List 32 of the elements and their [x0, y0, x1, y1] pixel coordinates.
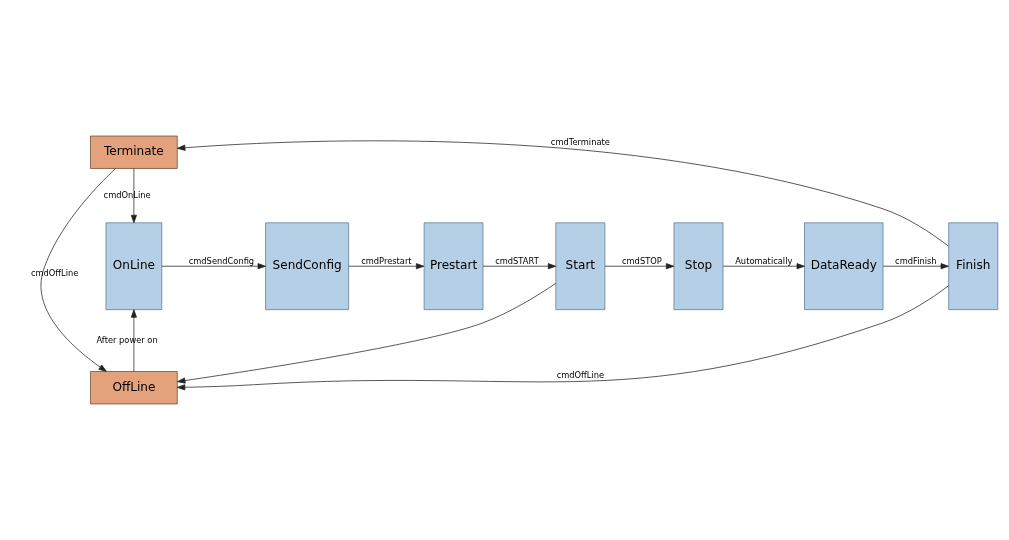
edge-label: cmdSTOP — [621, 255, 662, 266]
node-box: OffLine — [90, 371, 178, 405]
node-box: Terminate — [90, 135, 178, 169]
arrow — [130, 168, 137, 224]
edge-label: cmdOffLine — [556, 369, 605, 380]
arrow — [177, 283, 557, 384]
edge-label: cmdOnLine — [103, 189, 151, 200]
arrow — [348, 263, 425, 270]
node-box: Stop — [673, 222, 724, 310]
node-box: OnLine — [105, 222, 163, 310]
edge-label: cmdOffLine — [30, 267, 79, 278]
arrow — [40, 168, 116, 372]
node-box: SendConfig — [265, 222, 349, 310]
edge-label: After power on — [96, 334, 158, 345]
node-box: DataReady — [804, 222, 884, 310]
arrow — [161, 263, 266, 270]
edge-label: cmdTerminate — [550, 137, 610, 148]
node-box: Start — [555, 222, 606, 310]
edge-label: cmdFinish — [895, 255, 937, 266]
arrow — [482, 263, 557, 270]
arrow — [882, 263, 949, 270]
node-box: Prestart — [423, 222, 484, 310]
arrow — [722, 263, 805, 270]
edge-label: Automatically — [735, 255, 793, 266]
arrow — [604, 263, 675, 270]
edge-label: cmdPrestart — [361, 255, 412, 266]
arrow — [176, 285, 950, 391]
edge-label: cmdSTART — [495, 255, 539, 266]
edge-label: cmdSendConfig — [188, 255, 255, 266]
arrow — [130, 309, 137, 372]
node-box: Finish — [948, 222, 999, 310]
arrow — [177, 140, 949, 247]
